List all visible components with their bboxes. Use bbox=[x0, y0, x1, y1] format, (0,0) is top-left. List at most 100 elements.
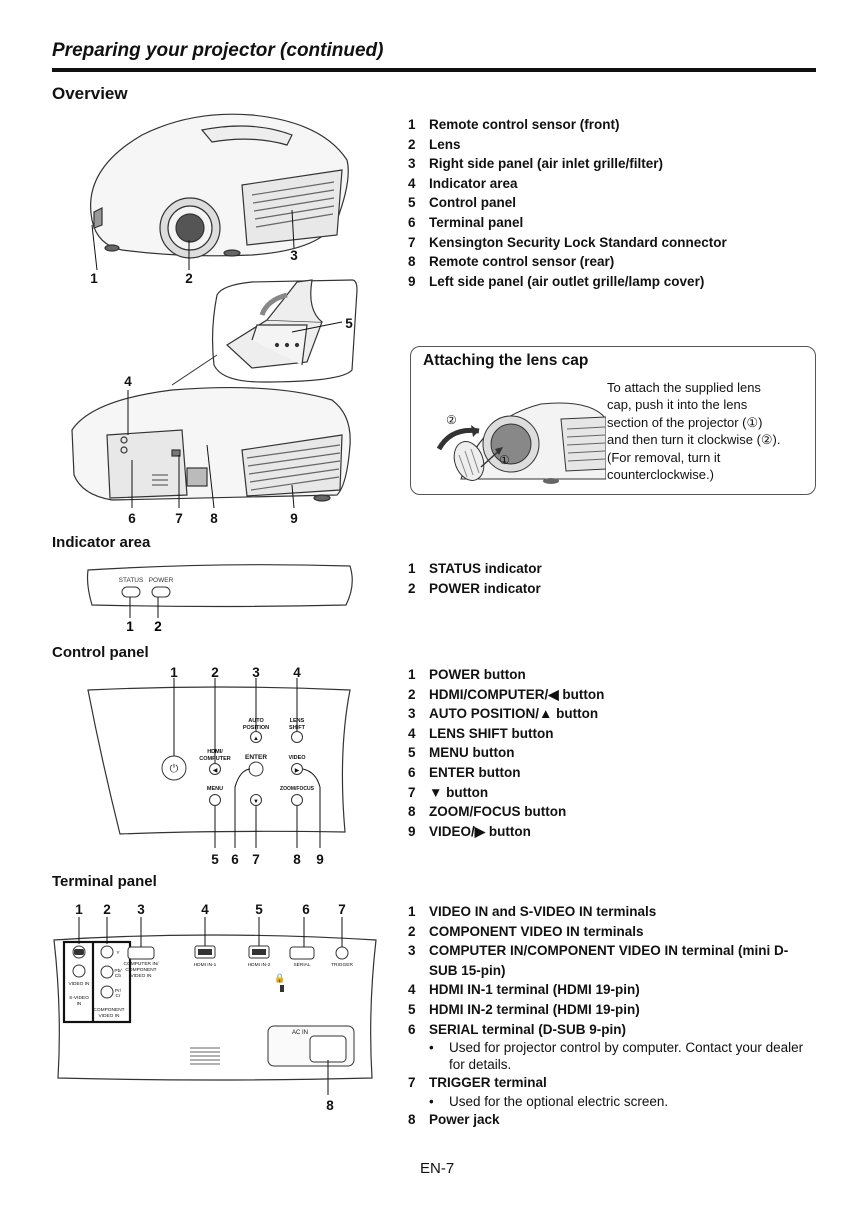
overview-callout-2: 2 bbox=[185, 271, 193, 286]
terminal-callout-7: 7 bbox=[338, 902, 346, 917]
control-panel-illustration: ⏻ ◀ ▲ ▼ ▶ HDMI/ COMPUTER AUTO POSITION L… bbox=[87, 665, 351, 867]
overview-callout-1: 1 bbox=[90, 271, 98, 286]
control-callout-5: 5 bbox=[211, 852, 219, 867]
status-panel-label: STATUS bbox=[119, 577, 144, 584]
down-arrow-icon: ▼ bbox=[253, 799, 259, 805]
pr-panel-label: Pr/ bbox=[115, 988, 122, 994]
pr-panel-label-2: Cr bbox=[115, 993, 120, 999]
ac-in-panel-label: AC IN bbox=[292, 1030, 308, 1036]
lens-cap-illustration: ② ① bbox=[436, 402, 606, 484]
lens-cap-text-line: cap, push it into the lens bbox=[607, 397, 748, 413]
page-header-title: Preparing your projector (continued) bbox=[52, 40, 384, 61]
header-rule bbox=[52, 68, 816, 72]
component-panel-label: COMPONENT bbox=[93, 1007, 124, 1013]
terminal-panel-illustration: VIDEO IN S-VIDEO IN COMPONENT VIDEO IN C… bbox=[53, 902, 377, 1113]
power-icon: ⏻ bbox=[170, 763, 179, 775]
lens-cap-mark-2: ② bbox=[446, 413, 457, 427]
control-callout-8: 8 bbox=[293, 852, 301, 867]
control-panel-inset-drawing bbox=[211, 279, 358, 383]
overview-callout-3: 3 bbox=[290, 248, 298, 263]
left-arrow-icon: ◀ bbox=[213, 768, 218, 774]
overview-callout-7: 7 bbox=[175, 511, 183, 526]
control-panel-heading: Control panel bbox=[52, 644, 149, 661]
lens-cap-instructions: To attach the supplied lens cap, push it… bbox=[607, 379, 807, 483]
trigger-note: •Used for the optional electric screen. bbox=[429, 1093, 669, 1109]
overview-callout-4: 4 bbox=[124, 374, 132, 389]
lens-cap-text-line: To attach the supplied lens bbox=[607, 380, 761, 395]
lens-cap-text-line: section of the projector (①) bbox=[607, 414, 763, 430]
control-callout-6: 6 bbox=[231, 852, 239, 867]
control-callout-lines bbox=[173, 678, 321, 848]
control-callout-3: 3 bbox=[252, 665, 260, 680]
computer-panel-label-2: COMPONENT bbox=[125, 967, 156, 973]
control-callout-numbers: 1 2 3 4 5 6 7 8 9 bbox=[170, 665, 324, 867]
enter-panel-label: ENTER bbox=[245, 754, 267, 761]
menu-panel-label: MENU bbox=[207, 786, 223, 792]
up-arrow-icon: ▲ bbox=[253, 736, 259, 742]
terminal-callout-numbers: 1 2 3 4 5 6 7 8 bbox=[75, 902, 346, 1113]
s-video-panel-label: S-VIDEO bbox=[69, 995, 89, 1001]
overview-callout-8: 8 bbox=[210, 511, 218, 526]
indicator-callout-1: 1 bbox=[126, 619, 134, 634]
y-panel-label: Y bbox=[116, 950, 120, 956]
power-panel-label: POWER bbox=[149, 577, 174, 584]
zoom-focus-panel-label: ZOOM/FOCUS bbox=[280, 786, 315, 792]
video-in-panel-label: VIDEO IN bbox=[68, 981, 90, 987]
pb-panel-label: Pb/ bbox=[114, 968, 122, 974]
control-callout-2: 2 bbox=[211, 665, 219, 680]
lens-cap-text-line: (For removal, turn it bbox=[607, 449, 721, 465]
serial-panel-label: SERIAL bbox=[293, 962, 310, 968]
terminal-callout-6: 6 bbox=[302, 902, 310, 917]
control-callout-7: 7 bbox=[252, 852, 260, 867]
terminal-callout-3: 3 bbox=[137, 902, 145, 917]
projector-front-drawing bbox=[90, 113, 349, 259]
list-item: 7▼ button bbox=[408, 784, 489, 800]
overview-callout-6: 6 bbox=[128, 511, 136, 526]
overview-callout-5: 5 bbox=[345, 316, 353, 331]
terminal-callout-8: 8 bbox=[326, 1098, 334, 1113]
lock-icon: 🔒 bbox=[274, 973, 285, 983]
lens-cap-box: Attaching the lens cap ② ① To attach the… bbox=[410, 346, 816, 495]
lens-cap-text-line: counterclockwise.) bbox=[607, 467, 714, 483]
s-video-panel-label-2: IN bbox=[77, 1001, 82, 1007]
component-panel-label-2: VIDEO IN bbox=[98, 1013, 120, 1019]
terminal-callout-lines bbox=[78, 917, 343, 1095]
projector-overview-illustration: 1 2 3 4 5 6 7 8 9 bbox=[71, 113, 358, 526]
control-callout-1: 1 bbox=[170, 665, 178, 680]
computer-panel-label-3: VIDEO IN bbox=[130, 973, 152, 979]
page-number: EN-7 bbox=[420, 1160, 455, 1177]
overview-callout-lines bbox=[91, 209, 343, 509]
video-panel-label: VIDEO bbox=[288, 755, 306, 761]
indicator-area-illustration: STATUS POWER 1 2 bbox=[86, 564, 353, 634]
control-callout-4: 4 bbox=[293, 665, 301, 680]
indicator-callout-2: 2 bbox=[154, 619, 162, 634]
trigger-panel-label: TRIGGER bbox=[331, 962, 353, 968]
serial-note: •Used for projector control by computer.… bbox=[429, 1040, 804, 1073]
overview-heading: Overview bbox=[52, 84, 128, 103]
